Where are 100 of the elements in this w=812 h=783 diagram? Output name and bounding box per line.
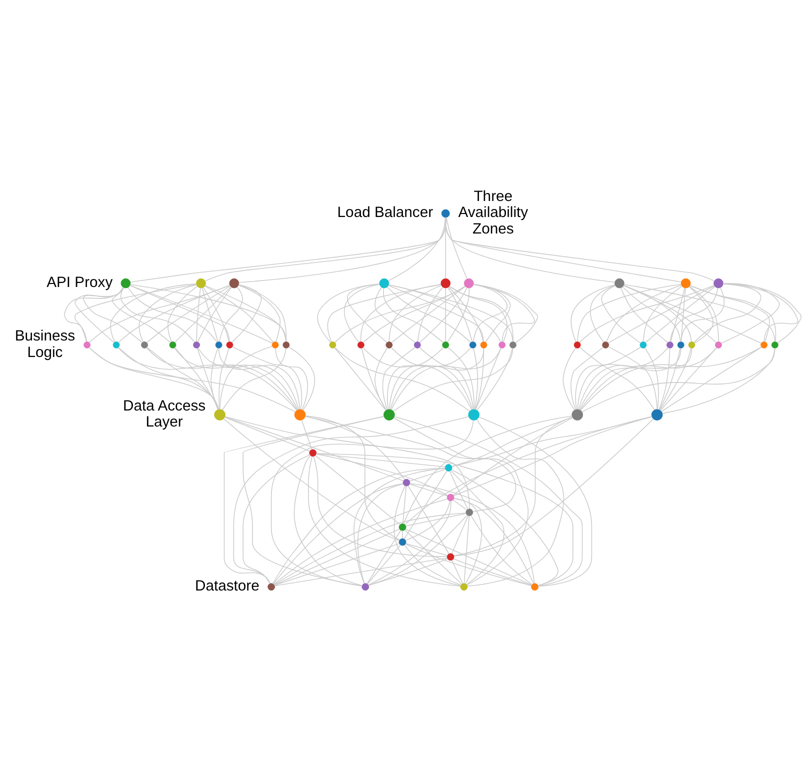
connector bbox=[404, 470, 448, 539]
node-circle bbox=[602, 340, 610, 348]
connector bbox=[405, 512, 466, 526]
node-circle bbox=[444, 464, 452, 471]
connector bbox=[315, 454, 400, 525]
connector bbox=[316, 453, 448, 496]
connector bbox=[419, 286, 468, 342]
node-circle bbox=[169, 340, 176, 348]
connector bbox=[660, 346, 717, 410]
node-circle bbox=[329, 340, 336, 348]
connector bbox=[354, 468, 446, 584]
connector bbox=[445, 287, 446, 342]
node-circle bbox=[379, 278, 390, 288]
node-circle bbox=[469, 340, 476, 348]
connector bbox=[445, 216, 616, 282]
connector bbox=[476, 347, 513, 410]
connector bbox=[83, 286, 143, 342]
connector bbox=[622, 286, 681, 342]
connector bbox=[317, 283, 380, 342]
connector bbox=[294, 454, 363, 586]
connector bbox=[382, 346, 416, 410]
connector bbox=[404, 544, 462, 586]
connector bbox=[575, 346, 642, 410]
connector bbox=[273, 498, 448, 584]
connector bbox=[645, 286, 716, 342]
connector bbox=[689, 285, 719, 342]
node-circle bbox=[398, 522, 406, 530]
connector bbox=[74, 284, 197, 342]
connector bbox=[272, 482, 404, 584]
connector bbox=[224, 416, 310, 452]
connector bbox=[368, 500, 452, 585]
connector bbox=[580, 346, 718, 410]
connector bbox=[475, 347, 502, 410]
connector bbox=[274, 528, 400, 585]
connector bbox=[301, 419, 312, 450]
connector bbox=[168, 285, 198, 342]
connector bbox=[374, 346, 388, 410]
connector bbox=[642, 285, 682, 342]
node-circle bbox=[414, 340, 421, 348]
connector bbox=[374, 286, 416, 342]
connector bbox=[232, 284, 262, 342]
node-circle bbox=[468, 408, 480, 420]
node-circle bbox=[572, 408, 584, 420]
connector bbox=[130, 216, 446, 282]
connector bbox=[197, 347, 219, 410]
connector bbox=[88, 346, 296, 412]
connector bbox=[658, 347, 670, 410]
connector bbox=[453, 416, 652, 496]
connector bbox=[361, 347, 387, 410]
connector bbox=[233, 416, 470, 584]
node-circle bbox=[640, 340, 647, 348]
connector bbox=[449, 470, 468, 510]
connector bbox=[454, 497, 482, 584]
node-circle bbox=[460, 582, 468, 590]
connector bbox=[204, 216, 446, 281]
connector bbox=[454, 418, 654, 556]
connector bbox=[270, 419, 474, 586]
node-circle bbox=[446, 493, 454, 501]
connector bbox=[197, 286, 232, 342]
connector bbox=[693, 283, 762, 342]
node-circle bbox=[282, 340, 290, 348]
connector bbox=[346, 283, 388, 342]
connector bbox=[118, 346, 298, 410]
connector bbox=[608, 346, 658, 410]
connector bbox=[316, 452, 574, 586]
node-circle bbox=[677, 340, 684, 348]
connector bbox=[448, 346, 474, 410]
connector bbox=[454, 498, 534, 584]
node-circle bbox=[362, 582, 370, 590]
connector bbox=[623, 284, 717, 342]
connector bbox=[64, 286, 124, 342]
connector bbox=[138, 284, 197, 342]
connector bbox=[366, 530, 402, 584]
connector bbox=[409, 468, 446, 481]
connector bbox=[661, 346, 762, 412]
connector bbox=[403, 415, 572, 524]
connector bbox=[405, 543, 532, 586]
node-circle bbox=[112, 340, 120, 348]
connector bbox=[196, 287, 201, 342]
label: Load Balancer bbox=[337, 204, 434, 221]
node-circle bbox=[229, 278, 240, 288]
node-circle bbox=[398, 538, 406, 546]
node-circle bbox=[386, 340, 393, 348]
connector bbox=[410, 482, 535, 584]
connector bbox=[388, 284, 442, 342]
connector bbox=[74, 286, 124, 342]
connector bbox=[242, 454, 310, 584]
connector bbox=[204, 284, 286, 342]
connector bbox=[219, 345, 272, 410]
node-circle bbox=[509, 340, 516, 348]
connector bbox=[579, 346, 655, 410]
connector bbox=[453, 558, 532, 586]
connector bbox=[720, 282, 780, 344]
node-circle bbox=[715, 340, 722, 348]
node-circle bbox=[193, 340, 200, 348]
node-circle bbox=[680, 278, 691, 288]
connector bbox=[623, 284, 692, 342]
node-circle bbox=[531, 582, 538, 590]
connector bbox=[110, 283, 197, 342]
node-circle bbox=[574, 340, 581, 348]
